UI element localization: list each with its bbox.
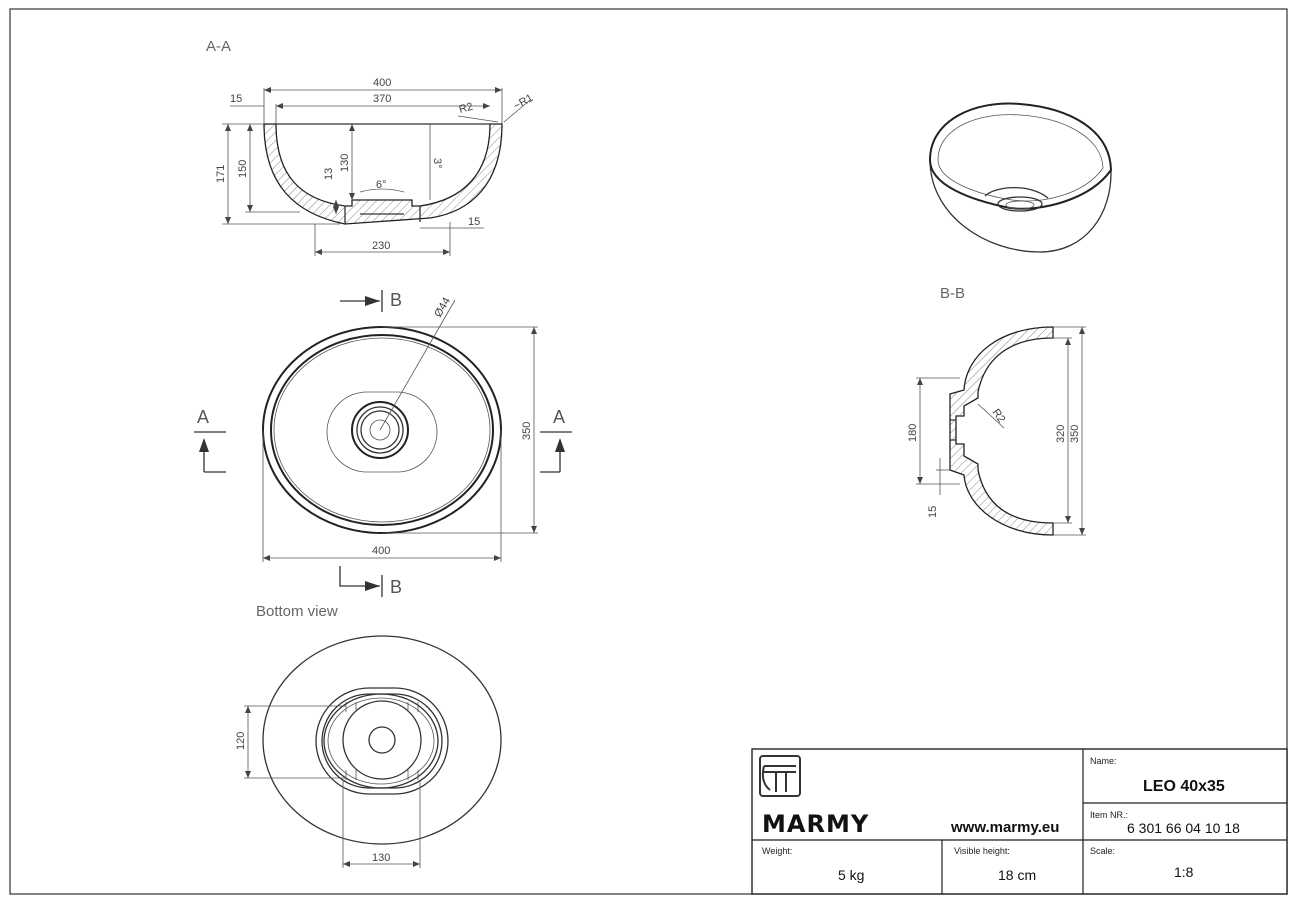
section-bb-wall (949, 326, 1054, 536)
dim-aa-r2: R2 (458, 101, 475, 116)
dim-bb-350: 350 (1069, 425, 1081, 443)
top-view: Ø44 B B A A 350 400 (194, 290, 572, 597)
weight-value: 5 kg (838, 867, 864, 883)
scale-label: Scale: (1090, 846, 1115, 856)
dim-aa-3deg: 3° (431, 158, 443, 169)
weight-label: Weight: (762, 846, 792, 856)
name-value: LEO 40x35 (1143, 778, 1225, 795)
cut-b-bottom: B (390, 577, 402, 597)
section-bb-title: B-B (940, 285, 965, 302)
dim-bb-r2: R2 (990, 407, 1008, 425)
dim-aa-150: 150 (237, 160, 249, 178)
dim-aa-130: 130 (339, 154, 351, 172)
brand-name: MARMY (762, 810, 869, 838)
section-bb-view: B-B 180 15 R2 320 350 (907, 285, 1086, 536)
section-aa-title: A-A (206, 38, 231, 55)
dim-aa-15: 15 (230, 93, 242, 105)
bottom-view-title: Bottom view (256, 603, 338, 620)
name-label: Name: (1090, 756, 1117, 766)
dim-aa-13: 13 (323, 168, 335, 180)
dim-aa-400: 400 (373, 77, 391, 89)
dim-bb-320: 320 (1055, 425, 1067, 443)
dim-top-d44: Ø44 (432, 295, 453, 319)
website-url: www.marmy.eu (950, 819, 1059, 836)
dim-aa-6deg: 6° (376, 179, 387, 191)
visible-height-value: 18 cm (998, 867, 1036, 883)
dim-bb-180: 180 (907, 424, 919, 442)
dim-aa-15b: 15 (468, 216, 480, 228)
dim-aa-370: 370 (373, 93, 391, 105)
marmy-logo-icon (759, 755, 801, 797)
scale-value: 1:8 (1174, 864, 1194, 880)
cut-b-top: B (390, 290, 402, 310)
dim-aa-171: 171 (215, 165, 227, 183)
dim-bottom-120: 120 (235, 732, 247, 750)
dim-top-350: 350 (521, 422, 533, 440)
section-aa-view: A-A 400 370 15 R2 ~R1 171 150 130 13 3° (206, 38, 535, 256)
cut-a-right: A (553, 407, 565, 427)
isometric-view (928, 102, 1113, 253)
dim-aa-r1: ~R1 (512, 92, 536, 113)
dim-bb-15: 15 (927, 506, 939, 518)
dim-aa-230: 230 (372, 240, 390, 252)
title-block: MARMY www.marmy.eu Name: LEO 40x35 Item … (751, 748, 1288, 895)
drawing-frame (9, 8, 1288, 895)
dim-bottom-130: 130 (372, 852, 390, 864)
cut-a-left: A (197, 407, 209, 427)
item-value: 6 301 66 04 10 18 (1127, 820, 1240, 836)
item-label: Item NR.: (1090, 810, 1128, 820)
section-aa-wall (263, 123, 503, 225)
visible-height-label: Visible height: (954, 846, 1010, 856)
bottom-view: Bottom view 120 130 (235, 603, 502, 868)
dim-top-400: 400 (372, 545, 390, 557)
